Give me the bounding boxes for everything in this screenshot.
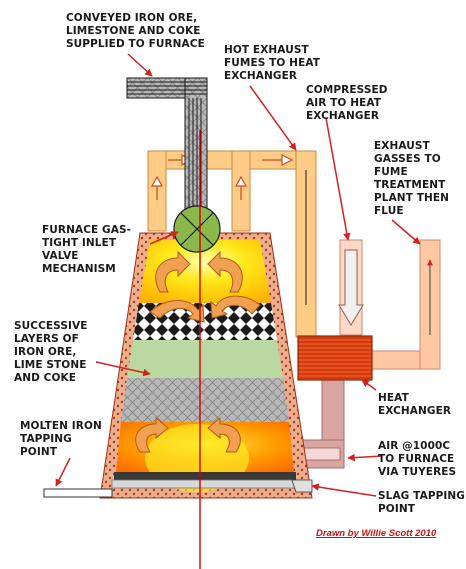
label-inlet-valve: FURNACE GAS- TIGHT INLET VALVE MECHANISM — [42, 224, 131, 276]
inlet-valve-icon — [173, 205, 221, 253]
label-line: EXCHANGER — [224, 70, 298, 82]
label-hot-exhaust: HOT EXHAUST FUMES TO HEAT EXCHANGER — [224, 44, 320, 83]
label-line: COMPRESSED — [306, 84, 388, 96]
compressed-air-duct — [338, 239, 364, 336]
label-line: MOLTEN IRON — [20, 420, 102, 432]
label-air-tuyeres: AIR @1000C TO FURNACE VIA TUYERES — [378, 440, 456, 479]
label-line: CONVEYED IRON ORE, — [66, 12, 198, 24]
label-line: TREATMENT — [374, 179, 446, 191]
label-line: HOT EXHAUST — [224, 44, 309, 56]
author-credit: Drawn by Willie Scott 2010 — [316, 528, 437, 539]
heat-exchanger-icon — [297, 335, 373, 381]
label-line: EXCHANGER — [306, 110, 380, 122]
label-line: VALVE — [42, 250, 79, 262]
label-line: AIR @1000C — [378, 440, 451, 452]
label-line: IRON ORE, — [14, 346, 77, 358]
label-line: FURNACE GAS- — [42, 224, 132, 236]
label-line: POINT — [378, 503, 415, 515]
label-line: TAPPING — [20, 433, 72, 445]
label-slag-tapping: SLAG TAPPING POINT — [378, 490, 465, 516]
label-compressed-air: COMPRESSED AIR TO HEAT EXCHANGER — [306, 84, 388, 123]
label-line: VIA TUYERES — [378, 466, 457, 478]
label-successive-layers: SUCCESSIVE LAYERS OF IRON ORE, LIME STON… — [14, 320, 88, 385]
slag-tap-spout — [291, 479, 313, 493]
swirl-arrow-icon — [135, 250, 261, 453]
label-line: TO FURNACE — [378, 453, 455, 465]
conveyor-belt-icon — [126, 77, 208, 229]
label-line: FUMES TO HEAT — [224, 57, 321, 69]
label-line: FLUE — [374, 205, 404, 217]
label-line: LIMESTONE AND COKE — [66, 25, 201, 37]
label-line: AND COKE — [14, 372, 77, 384]
label-line: HEAT — [378, 392, 409, 404]
label-line: AIR TO HEAT — [306, 97, 382, 109]
label-line: TIGHT INLET — [42, 237, 117, 249]
label-line: SUPPLIED TO FURNACE — [66, 38, 205, 50]
label-line: SLAG TAPPING — [378, 490, 466, 502]
label-line: PLANT THEN — [374, 192, 450, 204]
label-line: EXHAUST — [374, 140, 430, 152]
label-exhaust-gasses: EXHAUST GASSES TO FUME TREATMENT PLANT T… — [374, 140, 449, 218]
label-line: EXCHANGER — [378, 405, 452, 417]
label-molten-iron: MOLTEN IRON TAPPING POINT — [20, 420, 102, 459]
label-heat-exchanger: HEAT EXCHANGER — [378, 392, 451, 418]
label-line: LIME STONE — [14, 359, 87, 371]
label-line: LAYERS OF — [14, 333, 79, 345]
label-line: FUME — [374, 166, 408, 178]
label-line: MECHANISM — [42, 263, 116, 275]
leader-lines — [55, 53, 421, 497]
molten-iron-tap-pipe — [43, 488, 113, 498]
label-line: SUCCESSIVE — [14, 320, 88, 332]
label-conveyed-materials: CONVEYED IRON ORE, LIMESTONE AND COKE SU… — [66, 12, 205, 51]
label-line: GASSES TO — [374, 153, 441, 165]
label-line: POINT — [20, 446, 57, 458]
exhaust-gas-duct — [371, 239, 441, 370]
